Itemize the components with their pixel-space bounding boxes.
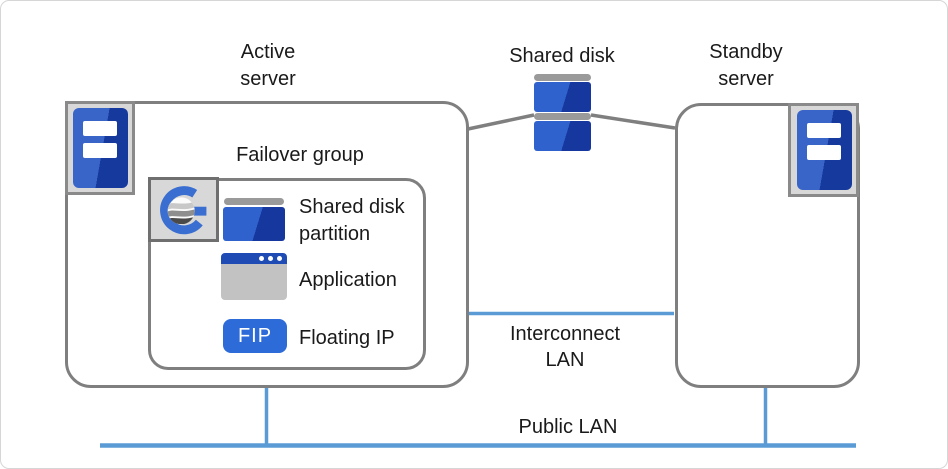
connector-active-to-shared-disk — [467, 113, 535, 131]
shared-disk-label: Shared disk — [509, 45, 615, 67]
application-icon — [221, 253, 287, 300]
server-slot-bar — [83, 143, 117, 158]
standby-server-label: Standby server — [709, 41, 783, 90]
server-slot-bar — [807, 145, 841, 160]
app-titlebar-dot — [268, 256, 273, 261]
server-tower-icon — [73, 108, 128, 188]
server-tower-icon — [797, 110, 852, 190]
floating-ip-label: Floating IP — [299, 327, 395, 349]
active-server-icon — [65, 101, 135, 195]
disk-cap — [534, 74, 591, 81]
interconnect-lan-label: Interconnect LAN — [509, 323, 621, 371]
standby-server-icon — [788, 103, 859, 197]
connector-shared-disk-to-standby — [590, 113, 676, 130]
disk-cap — [534, 113, 591, 120]
application-label: Application — [299, 269, 397, 291]
disk-cap — [224, 198, 284, 205]
active-server-label: Active server — [240, 41, 296, 90]
expresscluster-g-logo-icon — [159, 185, 206, 234]
failover-group-box — [148, 178, 426, 370]
app-titlebar-dot — [277, 256, 282, 261]
wave-sphere — [167, 196, 195, 224]
shared-disk-partition-label: Shared disk partition — [299, 196, 405, 245]
cluster-logo-box — [148, 177, 219, 242]
fip-badge: FIP — [223, 319, 287, 353]
failover-group-label: Failover group — [236, 144, 364, 166]
disk-body — [534, 121, 591, 151]
disk-body — [223, 207, 285, 241]
server-slot-bar — [83, 121, 117, 136]
app-titlebar-dot — [259, 256, 264, 261]
disk-body — [534, 82, 591, 112]
g-arc — [159, 185, 203, 234]
server-slot-bar — [807, 123, 841, 138]
app-window-body — [221, 264, 287, 300]
g-crossbar — [185, 206, 206, 216]
app-titlebar — [221, 253, 287, 264]
public-lan-label: Public LAN — [518, 416, 618, 438]
